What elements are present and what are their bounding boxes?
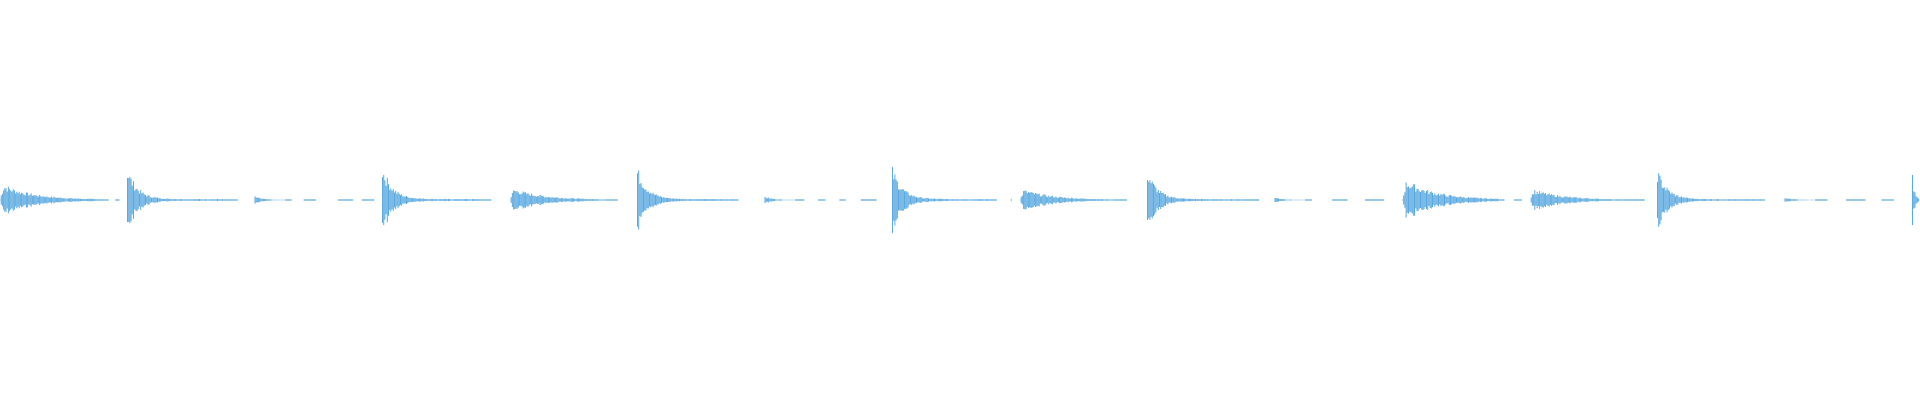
waveform-event-4 bbox=[509, 190, 606, 210]
waveform-event-8 bbox=[1019, 190, 1116, 210]
waveform-event-5 bbox=[637, 170, 733, 230]
waveform-event-2 bbox=[254, 196, 286, 204]
waveform-event-7 bbox=[892, 166, 988, 234]
waveform-event-14 bbox=[1784, 198, 1816, 202]
waveform-event-10 bbox=[1274, 198, 1306, 202]
waveform-event-0 bbox=[0, 186, 96, 214]
waveform-event-6 bbox=[764, 196, 796, 204]
waveform-event-9 bbox=[1147, 179, 1243, 221]
waveform-event-12 bbox=[1529, 190, 1626, 210]
waveform-event-3 bbox=[382, 174, 478, 226]
waveform-event-13 bbox=[1657, 173, 1753, 227]
waveform-event-11 bbox=[1402, 182, 1498, 218]
waveform-event-15 bbox=[1912, 175, 1919, 225]
waveform-event-1 bbox=[127, 176, 223, 224]
